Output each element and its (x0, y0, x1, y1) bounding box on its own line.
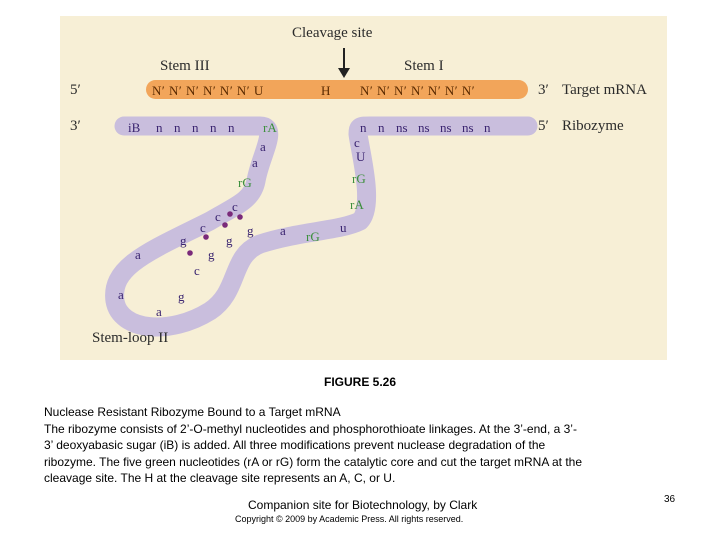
ribozyme-phosphorothioate-nucleotide: ns (440, 120, 452, 135)
target-right-sequence: N′ N′ N′ N′ N′ N′ N′ (360, 83, 476, 98)
catalytic-nucleotide: rG (238, 175, 252, 190)
target-mrna-strand (146, 80, 528, 99)
figure-caption: Nuclease Resistant Ribozyme Bound to a T… (44, 404, 684, 487)
loop-nucleotide: g (208, 247, 215, 262)
diagram-graphics (105, 48, 538, 337)
base-pair-dot (227, 211, 233, 217)
ribozyme-nucleotide: n (210, 120, 217, 135)
loop-nucleotide: g (247, 223, 254, 238)
stem-one-label: Stem I (404, 58, 444, 74)
loop-nucleotide: U (356, 149, 366, 164)
five-prime-right-bottom-label: 5′ (538, 118, 549, 134)
caption-line: 3’ deoxyabasic sugar (iB) is added. All … (44, 438, 546, 452)
ribozyme-phosphorothioate-nucleotide: ns (462, 120, 474, 135)
ribozyme-nucleotide: n (484, 120, 491, 135)
ribozyme-nucleotide: n (378, 120, 385, 135)
cleavage-site-label: Cleavage site (292, 25, 373, 41)
loop-nucleotide: c (215, 209, 221, 224)
stem-loop-two-label: Stem-loop II (92, 330, 169, 346)
caption-line: ribozyme. The five green nucleotides (rA… (44, 454, 583, 469)
loop-nucleotide: c (354, 135, 360, 150)
catalytic-nucleotide: rA (350, 197, 364, 212)
target-cleavage-h: H (321, 83, 331, 98)
page-number: 36 (664, 494, 676, 505)
figure-title: FIGURE 5.26 (323, 375, 397, 389)
target-left-sequence: N′ N′ N′ N′ N′ N′ U (152, 83, 264, 98)
companion-site-text: Companion site for Biotechnology, by Cla… (248, 498, 478, 512)
loop-nucleotide: c (200, 220, 206, 235)
loop-nucleotide: a (118, 287, 124, 302)
ribozyme-nucleotide: n (228, 120, 235, 135)
three-prime-right-top-label: 3′ (538, 82, 549, 98)
ribozyme-iB: iB (128, 120, 141, 135)
ribozyme-nucleotide: n (156, 120, 163, 135)
loop-nucleotide: c (232, 199, 238, 214)
stem-three-label: Stem III (160, 58, 210, 74)
loop-nucleotide: a (252, 155, 258, 170)
base-pair-dot (237, 214, 243, 220)
ribozyme-rA: rA (263, 120, 277, 135)
loop-nucleotide: a (260, 139, 266, 154)
base-pair-dot (203, 234, 209, 240)
caption-line: Nuclease Resistant Ribozyme Bound to a T… (44, 405, 341, 419)
ribozyme-strand (105, 116, 538, 337)
loop-nucleotide: u (340, 220, 347, 235)
cleavage-arrow-head (338, 68, 350, 78)
base-pair-dot (187, 250, 193, 256)
three-prime-left-bottom-label: 3′ (70, 118, 81, 134)
five-prime-top-label: 5′ (70, 82, 81, 98)
ribozyme-nucleotide: n (192, 120, 199, 135)
copyright-text: Copyright © 2009 by Academic Press. All … (235, 514, 464, 524)
caption-line: cleavage site. The H at the cleavage sit… (44, 471, 396, 485)
loop-nucleotide: a (280, 223, 286, 238)
ribozyme-nucleotide: n (360, 120, 367, 135)
loop-nucleotide: g (226, 233, 233, 248)
ribozyme-phosphorothioate-nucleotide: ns (396, 120, 408, 135)
ribozyme-phosphorothioate-nucleotide: ns (418, 120, 430, 135)
target-mrna-label: Target mRNA (562, 82, 647, 98)
ribozyme-label: Ribozyme (562, 118, 624, 134)
loop-nucleotide: g (178, 289, 185, 304)
base-pair-dot (222, 222, 228, 228)
loop-nucleotide: a (156, 304, 162, 319)
ribozyme-diagram: Cleavage site Stem III Stem I 5′ 3′ Targ… (60, 16, 667, 360)
caption-line: The ribozyme consists of 2’-O-methyl nuc… (44, 421, 577, 436)
ribozyme-nucleotide: n (174, 120, 181, 135)
catalytic-nucleotide: rG (352, 171, 366, 186)
loop-nucleotide: g (180, 233, 187, 248)
catalytic-nucleotide: rG (306, 229, 320, 244)
loop-nucleotide: a (135, 247, 141, 262)
loop-nucleotide: c (194, 263, 200, 278)
